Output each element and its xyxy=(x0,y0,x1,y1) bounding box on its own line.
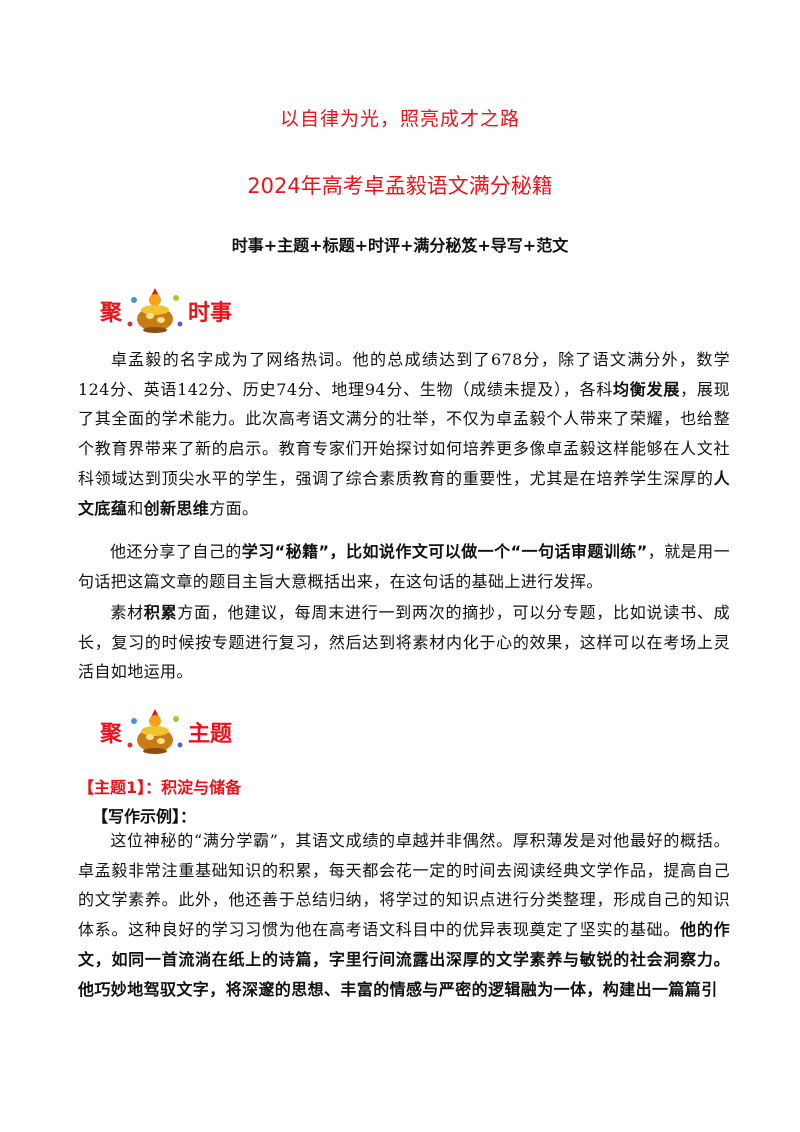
heading-text: 时事 xyxy=(188,301,233,326)
section-heading-theme: 聚 主题 xyxy=(100,707,232,757)
page-subtitle: 时事+主题+标题+时评+满分秘笈+导写+范文 xyxy=(231,236,569,255)
paragraph: 素材积累方面，他建议，每周末进行一到两次的摘抄，可以分专题，比如说读书、成长，复… xyxy=(78,603,730,682)
gold-pot-icon xyxy=(127,709,183,754)
gold-pot-icon xyxy=(127,288,183,333)
slogan: 以自律为光，照亮成才之路 xyxy=(279,108,520,130)
heading-char: 聚 xyxy=(100,722,123,747)
example-label: 【写作示例】： xyxy=(92,807,197,826)
page-title: 2024年高考卓孟毅语文满分秘籍 xyxy=(247,174,553,198)
paragraph: 卓孟毅的名字成为了网络热词。他的总成绩达到了678分，除了语文满分外，数学124… xyxy=(78,350,730,518)
heading-char: 聚 xyxy=(100,301,123,326)
section-heading-news: 聚 时事 xyxy=(100,286,232,336)
theme-label: 【主题1】：积淀与储备 xyxy=(78,778,242,797)
paragraph: 他还分享了自己的学习“秘籍”，比如说作文可以做一个“一句话审题训练”，就是用一句… xyxy=(78,542,730,591)
heading-text: 主题 xyxy=(188,722,233,747)
paragraph: 这位神秘的“满分学霸”，其语文成绩的卓越并非偶然。厚积薄发是对他最好的概括。卓孟… xyxy=(78,831,730,999)
